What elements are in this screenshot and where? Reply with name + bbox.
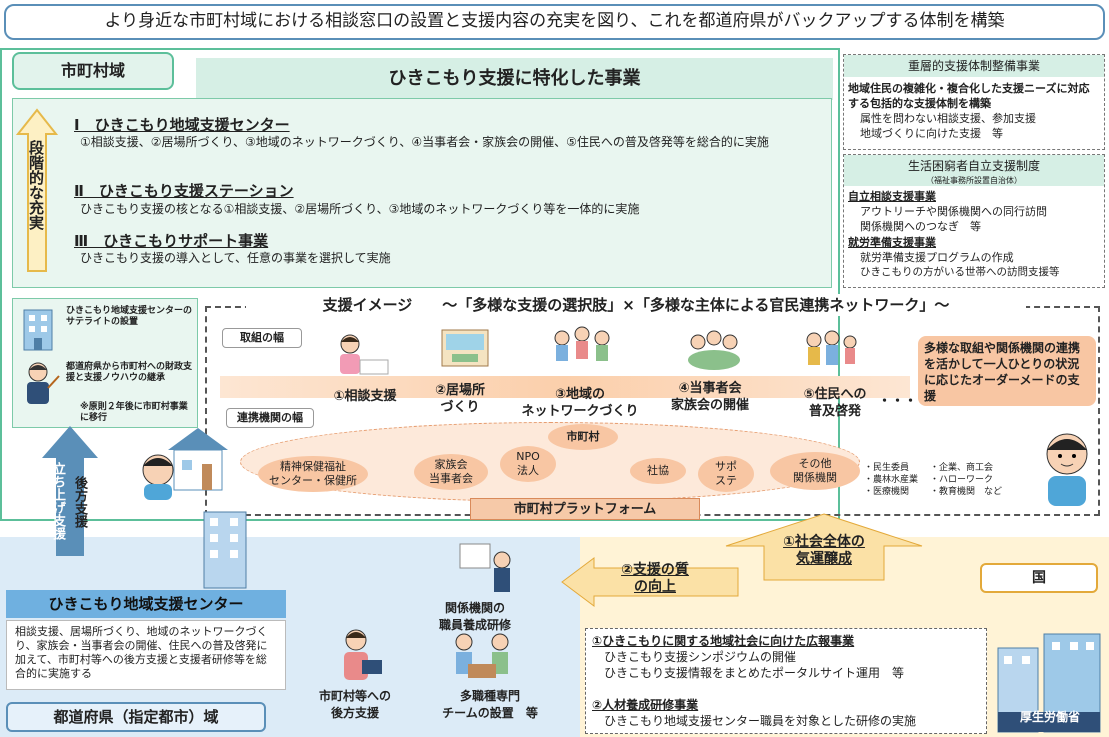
breadth-chip: 取組の幅	[222, 328, 302, 348]
specialized-program-title: ひきこもり支援に特化した事業	[196, 58, 833, 100]
section-3-heading: Ⅲ ひきこもりサポート事業	[74, 232, 269, 250]
platform-node: 社協	[630, 458, 686, 484]
nation-program-heading: ①ひきこもりに関する地域社会に向けた広報事業	[592, 634, 855, 648]
step-family-meeting: ④当事者会 家族会の開催	[670, 381, 749, 413]
staff-training-label: 関係機関の 職員養成研修	[438, 601, 511, 632]
platform-label: 市町村プラットフォーム	[470, 498, 700, 520]
needy-group-item: 関係機関へのつなぎ 等	[860, 220, 981, 233]
launch-support-label: 立ち上げ支援	[50, 462, 65, 540]
program-box	[12, 98, 832, 288]
society-awareness-label: ①社会全体の 気運醸成	[783, 534, 865, 567]
layered-support-item: 地域づくりに向けた支援 等	[860, 127, 1003, 140]
needy-group-item: ひきこもりの方がいる世帯への訪問支援等	[860, 266, 1060, 278]
layered-support-item: 属性を問わない相談支援、参加支援	[860, 112, 1036, 125]
nation-program-heading: ②人材養成研修事業	[592, 698, 699, 712]
continuation-dots: ・・・	[878, 394, 918, 409]
expert-team-label: 多職種専門 チームの設置 等	[442, 689, 538, 720]
satellite-item-2: 都道府県から市町村への財政支援と支援ノウハウの継承	[66, 362, 193, 383]
layered-support-title: 重層的支援体制整備事業	[844, 55, 1104, 77]
other-partners-a: ・民生委員 ・農林水産業 ・医療機関	[864, 463, 919, 497]
support-image-title: 支援イメージ ～「多様な支援の選択肢」×「多様な主体による官民連携ネットワーク」…	[246, 294, 1026, 316]
society-arrow	[725, 513, 923, 581]
mhlw-label: 厚生労働省	[1019, 710, 1080, 724]
nation-programs: ①ひきこもりに関する地域社会に向けた広報事業 ひきこもり支援シンポジウムの開催 …	[585, 628, 987, 734]
back-support-label: 後方支援	[72, 476, 87, 528]
section-1-heading: Ⅰ ひきこもり地域支援センター	[74, 116, 290, 134]
step-network: ③地域の ネットワークづくり	[521, 387, 639, 419]
stepwise-label: 段階的な充実	[27, 140, 45, 230]
platform-node: その他 関係機関	[770, 452, 860, 490]
community-network-icon	[554, 326, 610, 361]
consultation-icon	[340, 334, 389, 375]
section-3-desc: ひきこもり支援の導入として、任意の事業を選択して実施	[80, 251, 391, 265]
needy-support-box: 生活困窮者自立支援制度 （福祉事務所設置自治体） 自立相談支援事業 アウトリーチ…	[843, 154, 1105, 288]
step-place: ②居場所 づくり	[434, 383, 485, 415]
needy-group-item: 就労準備支援プログラムの作成	[860, 251, 1014, 264]
prefecture-center-title: ひきこもり地域支援センター	[6, 590, 286, 618]
section-2-desc: ひきこもり支援の核となる①相談支援、②居場所づくり、③地域のネットワークづくり等…	[80, 202, 640, 216]
lecturer-icon	[27, 362, 60, 404]
platform-node: 精神保健福祉 センター・保健所	[258, 456, 368, 492]
layered-support-box: 重層的支援体制整備事業 地域住民の複雑化・複合化した支援ニーズに対応する包括的な…	[843, 54, 1105, 150]
municipal-tag: 市町村域	[12, 52, 174, 90]
stepwise-up-arrow	[16, 108, 58, 272]
needy-group-heading: 就労準備支援事業	[848, 236, 936, 249]
step-awareness: ⑤住民への 普及啓発	[803, 387, 867, 419]
prefecture-building-icon	[203, 511, 247, 589]
meeting-place-icon	[441, 329, 489, 367]
advisor-icon	[344, 629, 382, 680]
launch-support-arrow	[42, 426, 98, 556]
headline-banner: より身近な市町村域における相談窓口の設置と支援内容の充実を図り、これを都道府県が…	[4, 4, 1105, 40]
platform-node: 家族会 当事者会	[414, 454, 488, 490]
needy-group-heading: 自立相談支援事業	[848, 190, 936, 203]
layered-support-bold: 地域住民の複雑化・複合化した支援ニーズに対応する包括的な支援体制を構築	[848, 82, 1090, 110]
nation-program-line: ひきこもり地域支援センター職員を対象とした研修の実施	[604, 714, 917, 728]
family-meeting-icon	[688, 330, 740, 370]
platform-center: 市町村	[548, 424, 618, 450]
nation-program-line: ひきこもり支援シンポジウムの開催	[604, 650, 797, 664]
platform-node: サポ ステ	[698, 456, 754, 492]
country-tag: 国	[980, 563, 1098, 593]
satellite-item-1: ひきこもり地域支援センターのサテライトの設置	[66, 306, 193, 327]
network-breadth-chip: 連携機関の幅	[226, 408, 314, 428]
team-icon	[455, 633, 509, 678]
needy-group-item: アウトリーチや関係機関への同行訪問	[860, 205, 1047, 218]
prefecture-tag: 都道府県（指定都市）域	[6, 702, 266, 732]
quality-label: ②支援の質 の向上	[621, 562, 689, 595]
training-icon	[459, 543, 511, 592]
section-2-heading: Ⅱ ひきこもり支援ステーション	[74, 182, 294, 200]
step-consultation: ①相談支援	[333, 389, 397, 404]
platform-node: NPO 法人	[500, 446, 556, 482]
person-icon	[1046, 433, 1088, 506]
nation-program-line: ひきこもり支援情報をまとめたポータルサイト運用 等	[604, 666, 905, 680]
building-icon	[23, 309, 53, 351]
needy-support-subtitle: （福祉事務所設置自治体）	[844, 175, 1104, 186]
section-1-desc: ①相談支援、②居場所づくり、③地域のネットワークづくり、④当事者会・家族会の開催…	[80, 135, 769, 149]
needy-support-title: 生活困窮者自立支援制度	[844, 155, 1104, 175]
satellite-note: ※原則２年後に市町村事業に移行	[80, 402, 188, 423]
prefecture-center-desc: 相談支援、居場所づくり、地域のネットワークづくり、家族会・当事者会の開催、住民へ…	[6, 620, 286, 690]
quality-arrow	[561, 557, 739, 607]
ministry-building-icon	[997, 633, 1101, 733]
tailored-support-note: 多様な取組や関係機関の連携を活かして一人ひとりの状況に応じたオーダーメードの支援	[918, 336, 1096, 406]
other-partners-b: ・企業、商工会 ・ハローワーク ・教育機関 など	[930, 463, 1003, 497]
activity-band	[220, 376, 910, 398]
residents-icon	[806, 330, 857, 365]
back-support-label-2: 市町村等への 後方支援	[318, 689, 391, 720]
home-icon	[142, 428, 228, 500]
